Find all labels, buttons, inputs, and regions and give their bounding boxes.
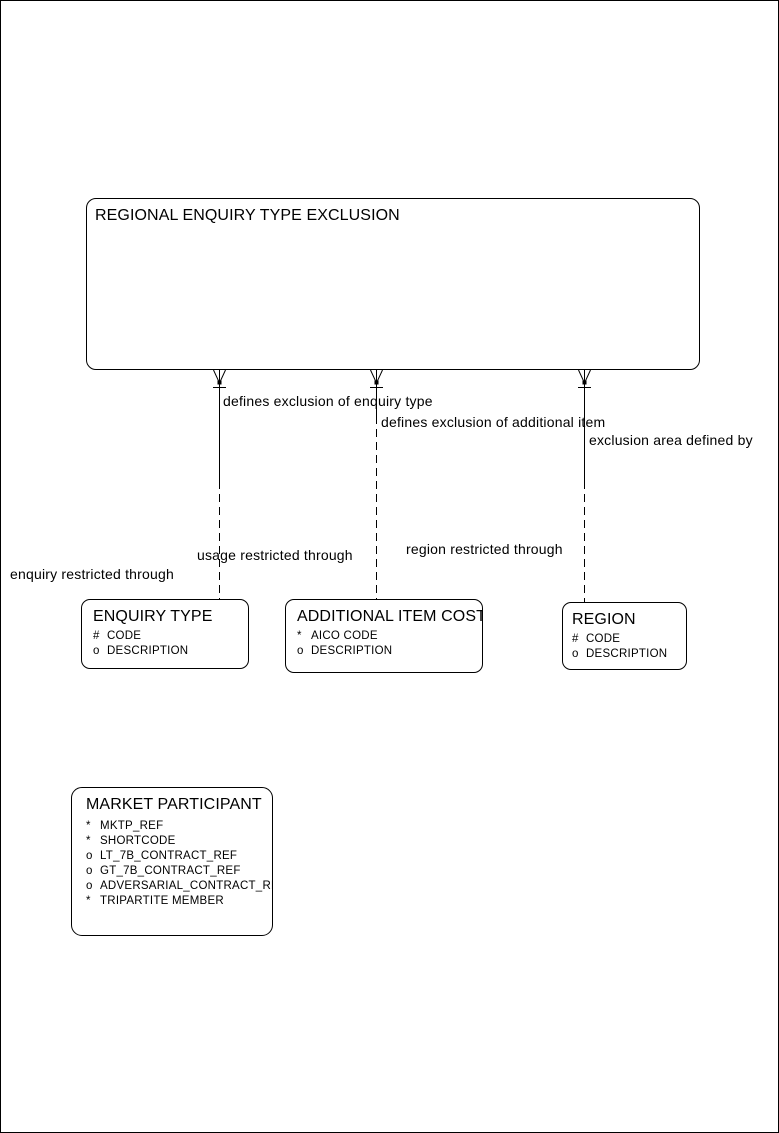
relationship-label-enquiry-restricted-through: enquiry restricted through (10, 566, 174, 582)
attribute-prefix: * (86, 835, 91, 847)
attribute-row: o DESCRIPTION (572, 647, 686, 662)
attribute-row: o GT_7B_CONTRACT_REF (86, 864, 272, 879)
entity-regional-enquiry-type-exclusion[interactable]: REGIONAL ENQUIRY TYPE EXCLUSION (86, 198, 700, 370)
attribute-name: CODE (586, 633, 621, 645)
attribute-name: DESCRIPTION (311, 644, 393, 657)
attribute-list: * AICO CODE o DESCRIPTION (297, 629, 482, 658)
entity-region[interactable]: REGION # CODE o DESCRIPTION (562, 602, 687, 670)
attribute-prefix: # (572, 633, 579, 645)
attribute-prefix: o (93, 644, 100, 657)
attribute-name: DESCRIPTION (586, 647, 668, 660)
relationship-label-defines-exclusion-of-additional-item: defines exclusion of additional item (381, 414, 606, 430)
attribute-row: o DESCRIPTION (93, 644, 248, 659)
attribute-prefix: * (86, 820, 91, 832)
attribute-name: LT_7B_CONTRACT_REF (100, 850, 238, 862)
relationship-label-defines-exclusion-of-enquiry-type: defines exclusion of enquiry type (223, 393, 433, 409)
attribute-name: ADVERSARIAL_CONTRACT_REF (100, 880, 273, 892)
relationship-line-region[interactable] (578, 369, 591, 602)
attribute-prefix: # (93, 630, 100, 642)
relationship-label-exclusion-area-defined-by: exclusion area defined by (589, 432, 753, 448)
attribute-row: # CODE (572, 632, 686, 647)
attribute-prefix: o (572, 647, 579, 660)
attribute-name: SHORTCODE (100, 835, 176, 847)
relationship-line-additional-item-cost[interactable] (370, 369, 383, 599)
relationship-line-enquiry-type[interactable] (213, 369, 226, 599)
attribute-row: * TRIPARTITE MEMBER (86, 894, 272, 909)
relationship-label-region-restricted-through: region restricted through (406, 541, 563, 557)
attribute-name: AICO CODE (311, 630, 378, 642)
attribute-row: o LT_7B_CONTRACT_REF (86, 849, 272, 864)
relationship-label-usage-restricted-through: usage restricted through (197, 547, 353, 563)
attribute-list: * MKTP_REF * SHORTCODE o LT_7B_CONTRACT_REF… (86, 819, 272, 909)
attribute-prefix: o (86, 865, 93, 877)
entity-additional-item-cost[interactable]: ADDITIONAL ITEM COST * AICO CODE o DESCRIP… (285, 599, 483, 673)
entity-title: ENQUIRY TYPE (93, 608, 213, 625)
attribute-row: * AICO CODE (297, 629, 482, 644)
entity-title: REGIONAL ENQUIRY TYPE EXCLUSION (95, 207, 400, 224)
attribute-row: # CODE (93, 629, 248, 644)
entity-title: ADDITIONAL ITEM COST (297, 608, 483, 625)
attribute-name: MKTP_REF (100, 820, 164, 832)
attribute-name: TRIPARTITE MEMBER (100, 895, 224, 907)
attribute-prefix: * (86, 895, 91, 907)
attribute-name: DESCRIPTION (107, 644, 189, 657)
attribute-prefix: * (297, 630, 302, 642)
attribute-name: CODE (107, 630, 142, 642)
attribute-row: * MKTP_REF (86, 819, 272, 834)
entity-title: REGION (572, 611, 636, 628)
attribute-row: o DESCRIPTION (297, 644, 482, 659)
attribute-prefix: o (86, 850, 93, 862)
attribute-prefix: o (86, 880, 93, 892)
attribute-row: o ADVERSARIAL_CONTRACT_REF (86, 879, 272, 894)
attribute-list: # CODE o DESCRIPTION (572, 632, 686, 661)
entity-market-participant[interactable]: MARKET PARTICIPANT * MKTP_REF * SHORTCODE … (71, 787, 273, 936)
attribute-name: GT_7B_CONTRACT_REF (100, 865, 241, 877)
attribute-prefix: o (297, 644, 304, 657)
attribute-row: * SHORTCODE (86, 834, 272, 849)
entity-enquiry-type[interactable]: ENQUIRY TYPE # CODE o DESCRIPTION (81, 599, 249, 669)
entity-title: MARKET PARTICIPANT (86, 796, 262, 813)
attribute-list: # CODE o DESCRIPTION (93, 629, 248, 658)
